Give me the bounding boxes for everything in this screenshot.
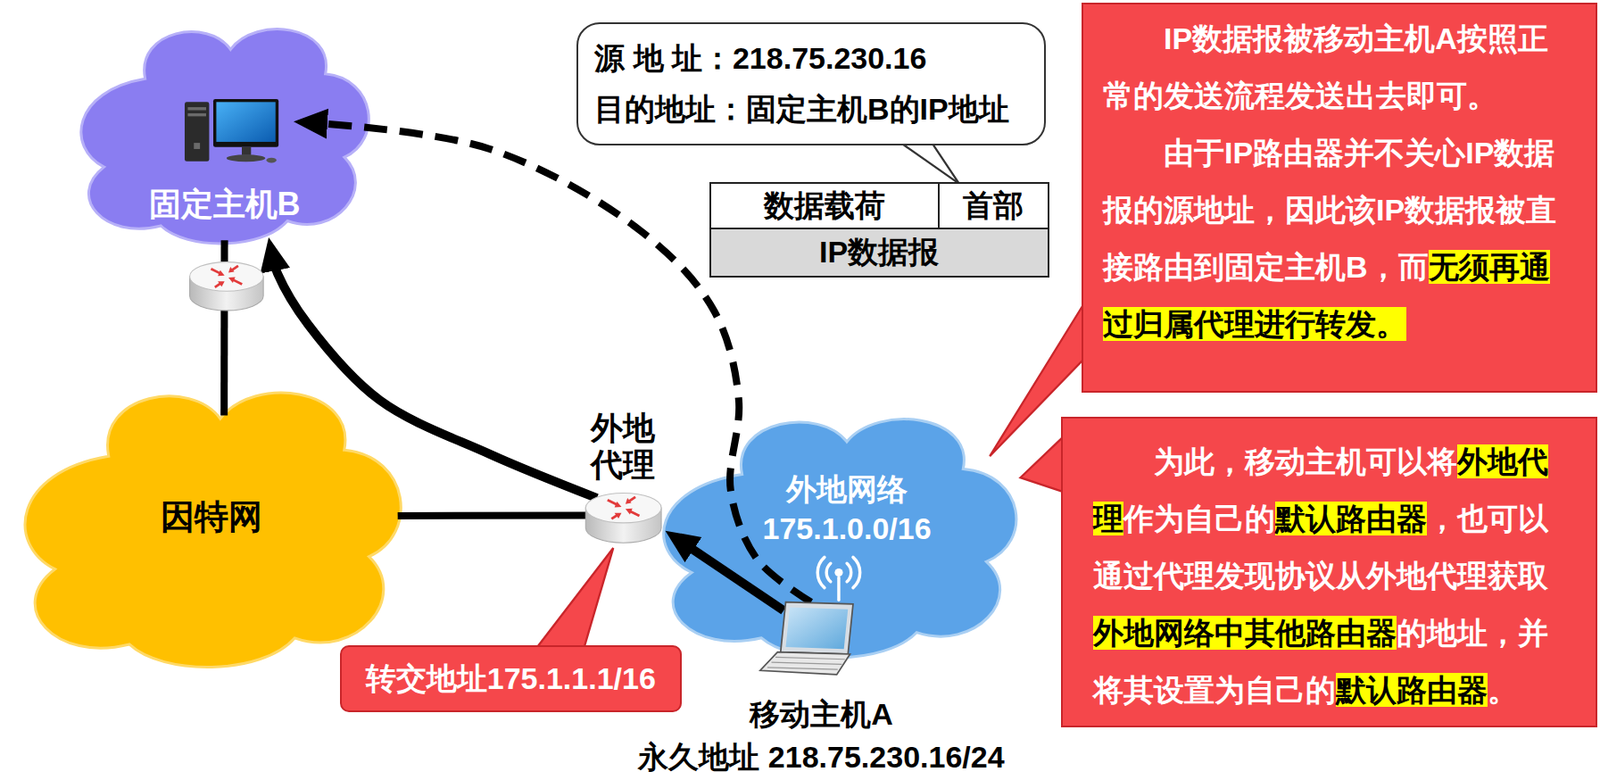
foreign-agent-router: 外地 代理 [571,406,673,551]
computer-icon-part [215,101,275,142]
computer-icon-part [193,142,200,150]
host-cloud: 固定主机B [66,5,382,250]
foreign-network-cloud: 外地网络 175.1.0.0/16 [645,392,1034,665]
node-label: 转交地址175.1.1.1/16 [365,661,656,697]
computer-icon-part [241,147,251,156]
node-label: 永久地址 218.75.230.16/24 [638,739,1004,775]
node-label: 外地网络 [786,472,908,507]
callout-pointer [1019,436,1063,492]
computer-icon-part [213,99,279,148]
node-label: 外地 代理 [587,409,658,484]
highlight: 默认路由器 [1335,672,1488,707]
cloud-outline [81,28,369,243]
computer-icon-part [265,157,276,164]
datagram-band: IP数据报 [709,227,1050,278]
text-run: 为此，移动主机可以将 [1153,444,1458,479]
node-label: 175.1.0.0/16 [762,511,932,547]
laptop-icon-part [760,652,851,675]
callout-text: 由于IP路由器并不关心IP数据报的源地址，因此该IP数据报被直接路由到固定主机B… [1102,124,1576,353]
header-callout: 源 地 址：218.75.230.16目的地址：固定主机B的IP地址 [576,22,1046,146]
computer-icon-part [187,113,207,117]
highlight: 外地网络中其他路由器 [1093,615,1397,650]
computer-icon-part [226,154,266,162]
callout-text: 源 地 址：218.75.230.16 [594,33,927,84]
header-cell: 首部 [937,182,1050,231]
callout-text: 目的地址：固定主机B的IP地址 [594,83,1010,135]
laptop-icon-part [780,602,854,655]
computer-icon-part [184,101,209,161]
cloud-outline [663,419,1016,658]
laptop-icon-part-part [770,662,842,664]
node-label: IP数据报 [819,234,939,270]
care-of-address-label: 转交地址175.1.1.1/16 [339,645,682,713]
laptop-icon-part-part [767,667,838,670]
callout-text: IP数据报被移动主机A按照正常的发送流程发送出去即可。 [1102,9,1576,125]
text-run: 作为自己的 [1123,501,1276,536]
laptop-icon-part [785,606,848,649]
bubble-tail [897,140,960,184]
wifi-icon-part [837,577,840,600]
laptop-icon-part [767,656,846,670]
label-pointer [535,547,614,649]
text-run: 。 [1487,672,1518,707]
node-label: 首部 [962,188,1024,224]
highlight: 默认路由器 [1275,501,1427,536]
wifi-icon-part [834,568,843,577]
node-label: 数据载荷 [763,188,886,224]
node-label: 固定主机B [149,185,301,223]
note-callout: 为此，移动主机可以将外地代理作为自己的默认路由器，也可以通过代理发现协议从外地代… [1061,416,1597,728]
node-label: 因特网 [160,497,263,538]
computer-icon-part [187,107,207,110]
cloud-outline [24,392,401,667]
laptop-icon-part-part [775,656,846,659]
node-label: 移动主机A [749,696,894,732]
router-icon [190,262,265,311]
mobile-host: 移动主机A 永久地址 218.75.230.16/24 [622,599,1021,776]
router-icon [585,492,662,543]
payload-cell: 数据载荷 [709,182,940,231]
callout-text: 为此，移动主机可以将外地代理作为自己的默认路由器，也可以通过代理发现协议从外地代… [1093,432,1565,719]
note-callout: IP数据报被移动主机A按照正常的发送流程发送出去即可。由于IP路由器并不关心IP… [1081,2,1597,393]
link-line [397,512,588,520]
internet-cloud: 因特网 [5,362,419,676]
